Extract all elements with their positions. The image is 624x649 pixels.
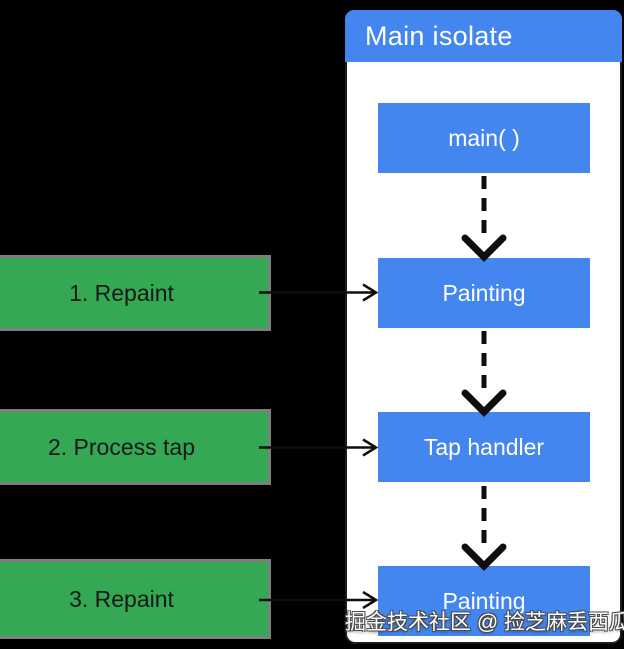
event-label: 2. Process tap — [47, 433, 196, 460]
flow-node-painting-2: Painting — [378, 566, 590, 636]
flow-node-label: Painting — [442, 279, 526, 306]
event-box-repaint-1: 1. Repaint — [0, 255, 271, 331]
flow-node-label: Tap handler — [423, 433, 545, 460]
panel-title: Main isolate — [365, 20, 513, 51]
event-label: 3. Repaint — [69, 585, 174, 612]
flow-node-label: main( ) — [448, 124, 520, 151]
flow-node-tap-handler: Tap handler — [378, 412, 590, 482]
event-box-process-tap: 2. Process tap — [0, 409, 271, 485]
main-isolate-header: Main isolate — [345, 10, 622, 62]
flow-node-painting-1: Painting — [378, 258, 590, 328]
flow-node-label: Painting — [442, 587, 526, 614]
watermark-text: 掘金技术社区 @ 捡芝麻丢西瓜 — [345, 611, 624, 634]
flow-node-main: main( ) — [378, 103, 590, 173]
event-label: 1. Repaint — [69, 279, 174, 306]
event-box-repaint-3: 3. Repaint — [0, 559, 271, 639]
